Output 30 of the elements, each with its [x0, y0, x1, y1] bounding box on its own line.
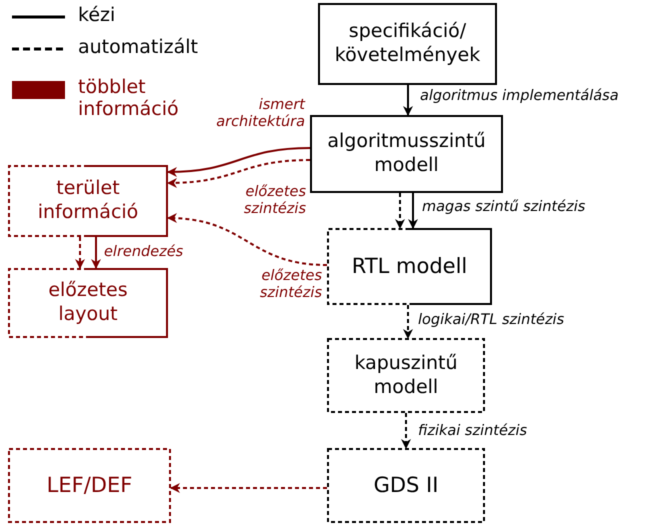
information-box: [8, 448, 171, 523]
arrow: [408, 193, 418, 229]
information-box: [8, 165, 168, 237]
process-box: [327, 448, 485, 523]
node-label: specifikáció/ követelmények: [334, 20, 482, 68]
arrow: [91, 237, 101, 269]
process-box: [318, 3, 497, 85]
arrow: [167, 147, 310, 177]
legend-label: többlet információ: [78, 77, 180, 121]
arrow: [401, 413, 411, 449]
arrow: [403, 305, 413, 339]
arrow: [395, 193, 405, 229]
arrow: [170, 483, 327, 493]
node-label: előzetes layout: [47, 279, 129, 327]
process-box: [327, 338, 485, 413]
legend-label: automatizált: [78, 37, 198, 59]
legend-label: kézi: [78, 5, 116, 27]
arrow: [403, 85, 413, 116]
node-label: LEF/DEF: [46, 472, 134, 499]
node-label: kapuszintű modell: [353, 352, 459, 400]
node-label: terület információ: [36, 177, 140, 225]
arrow: [167, 213, 328, 266]
node-label: algoritmusszintű modell: [326, 130, 487, 178]
arrow: [167, 159, 310, 188]
process-box: [327, 228, 492, 305]
node-label: GDS II: [372, 472, 440, 499]
arrow: [75, 237, 85, 269]
node-label: RTL modell: [350, 253, 468, 280]
process-box: [310, 115, 503, 193]
information-box: [8, 268, 168, 338]
